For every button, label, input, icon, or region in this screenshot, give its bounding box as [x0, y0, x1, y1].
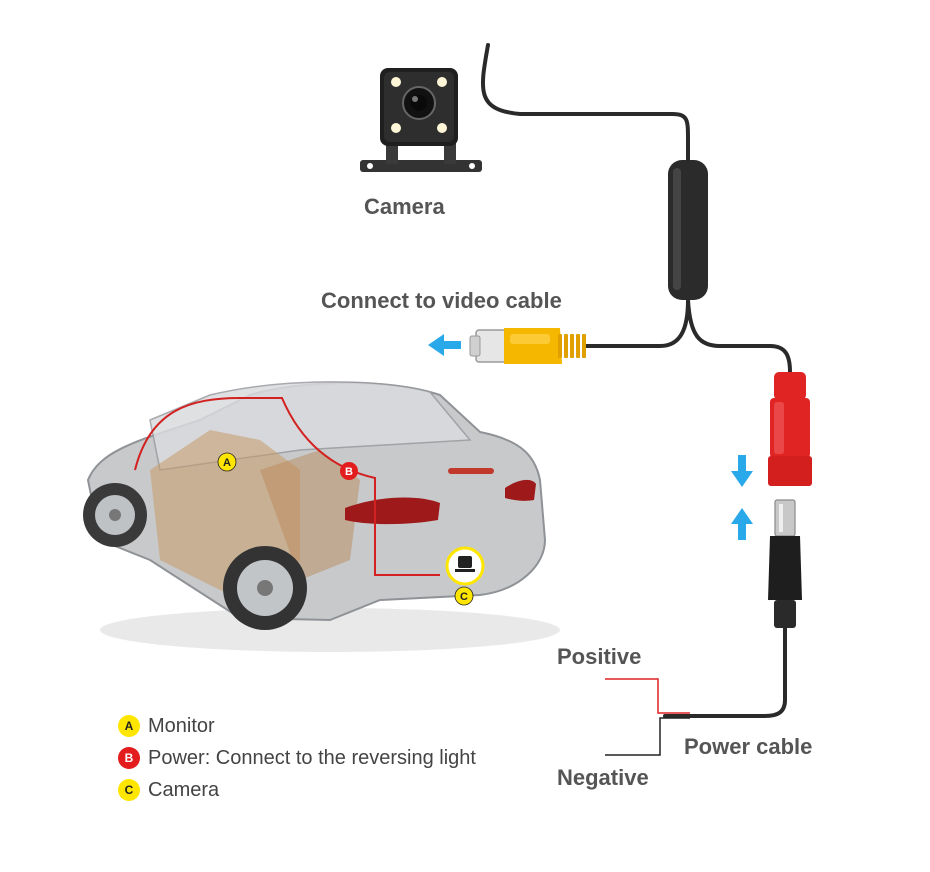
- power-branch-cable: [686, 298, 792, 374]
- dc-female-plug-icon: [768, 372, 812, 486]
- legend-text-b: Power: Connect to the reversing light: [148, 746, 476, 769]
- positive-wire: [605, 678, 690, 714]
- car-marker-b: [340, 462, 358, 480]
- camera-icon: [360, 68, 482, 172]
- arrow-up-icon: [731, 508, 753, 540]
- negative-wire: [605, 717, 690, 756]
- legend-badge-c: C: [118, 779, 140, 801]
- legend-item-b: B Power: Connect to the reversing light: [118, 742, 476, 774]
- legend-badge-b: B: [118, 747, 140, 769]
- video-cable: [583, 298, 690, 348]
- arrow-left-icon: [428, 334, 461, 356]
- car-illustration: A B C: [83, 381, 560, 652]
- rca-plug-icon: [469, 328, 586, 364]
- front-wheel: [83, 483, 147, 547]
- car-marker-b-label: B: [345, 466, 353, 478]
- car-marker-c: [454, 586, 474, 606]
- positive-label: Positive: [557, 644, 642, 669]
- cable-network: [480, 43, 792, 718]
- arrow-down-icon: [731, 455, 753, 487]
- camera-cable: [480, 43, 690, 162]
- negative-label: Negative: [557, 765, 649, 790]
- dc-male-plug-icon: [768, 499, 802, 628]
- legend-badge-a: A: [118, 715, 140, 737]
- legend-text-c: Camera: [148, 778, 220, 801]
- car-marker-a-label: A: [223, 457, 231, 469]
- car-marker-c-label: C: [460, 591, 468, 603]
- rear-wheel: [223, 546, 307, 630]
- legend-text-a: Monitor: [148, 714, 215, 737]
- car-marker-a: [217, 452, 237, 472]
- power-cable: [663, 623, 787, 718]
- legend: A Monitor B Power: Connect to the revers…: [118, 710, 476, 806]
- cable-splitter: [668, 160, 708, 300]
- legend-item-c: C Camera: [118, 774, 476, 806]
- video-cable-label: Connect to video cable: [321, 288, 562, 313]
- power-cable-label: Power cable: [684, 734, 813, 759]
- legend-item-a: A Monitor: [118, 710, 476, 742]
- camera-label: Camera: [364, 194, 445, 219]
